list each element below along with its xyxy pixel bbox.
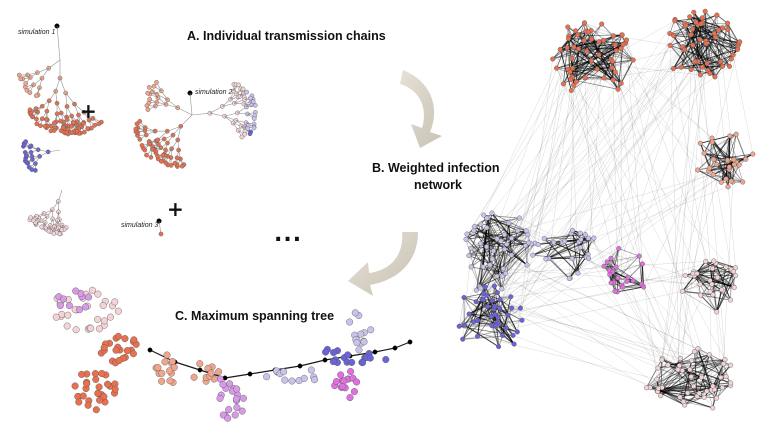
chain-simulation-1 xyxy=(16,23,104,237)
ellipsis: ... xyxy=(274,222,303,247)
title-a: A. Individual transmission chains xyxy=(187,29,386,43)
panel-b-infection-network xyxy=(456,8,756,411)
arrow-b-to-c xyxy=(348,232,418,296)
chain-simulation-3 xyxy=(156,218,164,237)
network-nodes xyxy=(456,8,756,411)
plus-sign-2: + xyxy=(167,197,184,221)
panel-a-transmission-chains xyxy=(16,23,258,237)
title-b-line1: B. Weighted infection xyxy=(372,161,500,175)
chain-simulation-2 xyxy=(133,80,258,169)
simulation-3-label: simulation 3 xyxy=(121,222,159,229)
plus-sign-1: + xyxy=(80,99,97,123)
simulation-1-label: simulation 1 xyxy=(18,29,56,36)
arrow-a-to-b xyxy=(400,70,442,148)
panel-c-spanning-tree xyxy=(52,286,413,422)
simulation-2-label: simulation 2 xyxy=(195,89,233,96)
title-c: C. Maximum spanning tree xyxy=(175,309,335,323)
title-b-line2: network xyxy=(414,178,462,192)
